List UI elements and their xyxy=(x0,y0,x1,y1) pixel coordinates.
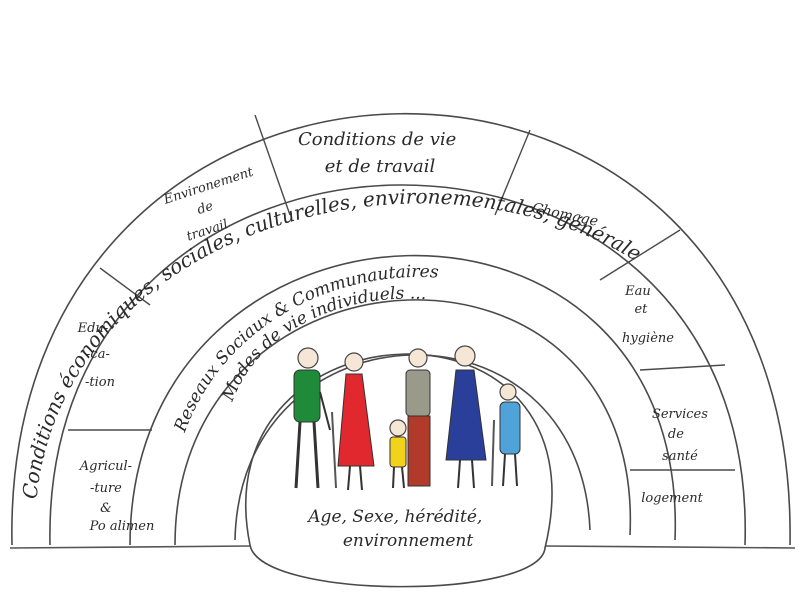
divider xyxy=(254,114,291,216)
ring-arc-3 xyxy=(129,254,676,546)
people-group xyxy=(293,345,521,491)
core-label: Age, Sexe, hérédité, environnement xyxy=(306,507,487,551)
ring-arc-2 xyxy=(49,184,746,546)
core-circle xyxy=(245,353,553,588)
person-elderly-blue xyxy=(491,383,521,487)
person-woman-blue xyxy=(445,345,487,489)
divider xyxy=(494,129,531,216)
ring-arc-1 xyxy=(11,112,791,546)
water-hygiene-label: Eau et hygiène xyxy=(622,284,674,346)
divider xyxy=(99,267,151,306)
living-conditions-label: Conditions de vie et de travail xyxy=(298,129,462,177)
divider xyxy=(599,229,681,281)
education-label: Edu- -ca- -tion xyxy=(77,321,115,390)
health-services-label: Services de santé xyxy=(652,407,712,464)
person-old-man xyxy=(293,347,337,489)
divider xyxy=(639,364,726,371)
ground-line xyxy=(9,545,796,549)
agriculture-label: Agricul- -ture & Po alimen xyxy=(79,459,155,534)
person-woman-red xyxy=(337,352,375,491)
housing-label: logement xyxy=(641,491,703,506)
person-man xyxy=(405,348,431,487)
person-child xyxy=(389,419,407,489)
outer-ring-label: Conditions économiques, sociales, cultur… xyxy=(17,184,645,500)
ring-arc-4 xyxy=(174,299,631,546)
